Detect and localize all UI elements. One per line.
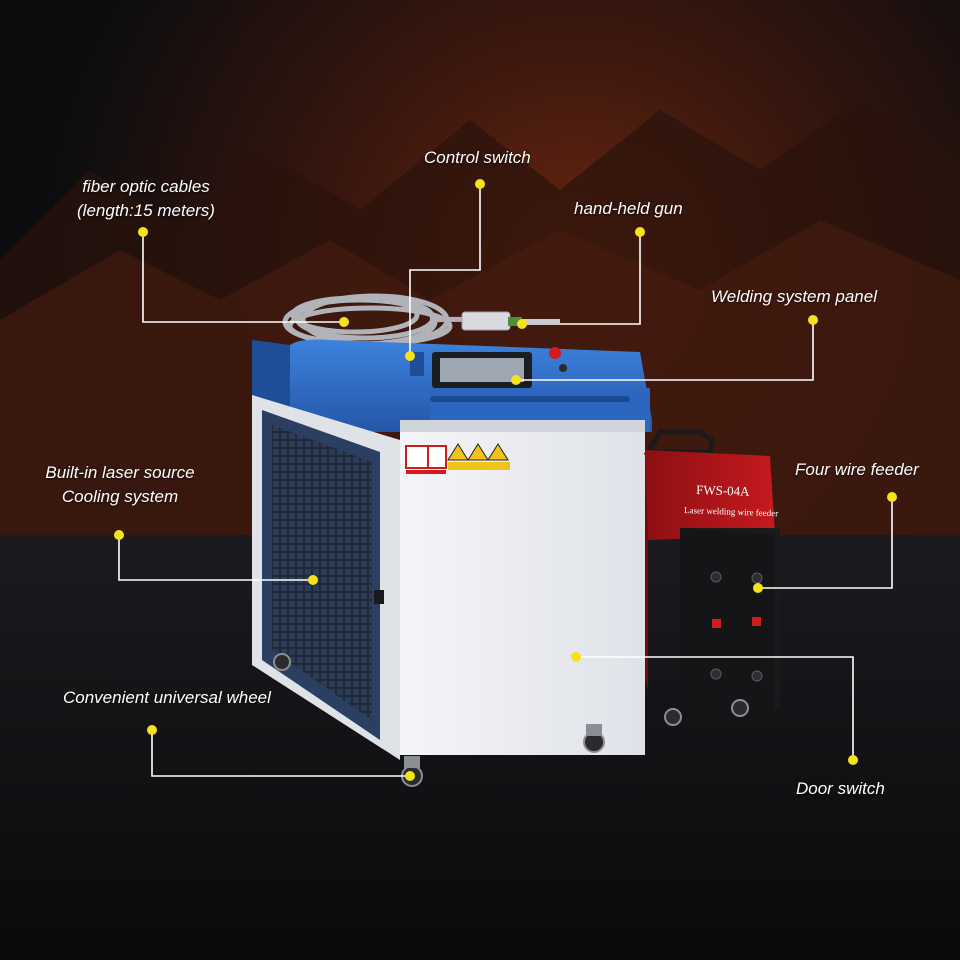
label-fiber-line2: (length:15 meters) (77, 201, 215, 220)
label-universal-wheel: Convenient universal wheel (63, 688, 271, 707)
label-laser-source: Built-in laser source Cooling system (30, 461, 210, 509)
feeder-model-text: FWS-04A (696, 482, 751, 499)
label-handheld-gun: hand-held gun (574, 199, 683, 218)
feeder-subtitle-text: Laser welding wire feeder (684, 505, 778, 518)
label-welding-system-panel: Welding system panel (711, 287, 877, 306)
label-fiber-line1: fiber optic cables (82, 177, 210, 196)
label-control-switch: Control switch (424, 148, 531, 167)
label-door-switch: Door switch (796, 779, 885, 798)
label-laser-line2: Cooling system (61, 487, 179, 506)
label-wire-feeder: Four wire feeder (795, 460, 919, 479)
label-fiber-optic-cables: fiber optic cables (length:15 meters) (58, 175, 234, 223)
label-laser-line1: Built-in laser source (45, 463, 195, 482)
